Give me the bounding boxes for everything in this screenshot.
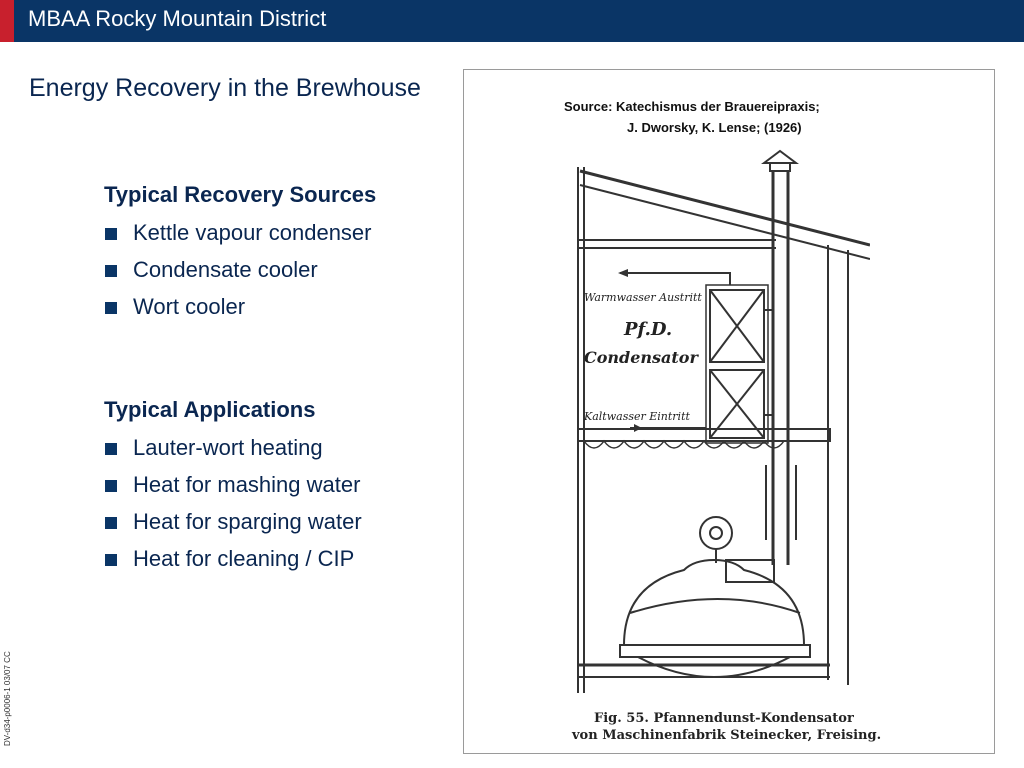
figure-caption-line1: Fig. 55. Pfannendunst-Kondensator [594,711,854,726]
footer-document-code: DV-d34-p0006-1 03/07 CC [3,651,12,746]
bullet-square-icon [105,480,117,492]
list-item: Wort cooler [104,293,372,330]
list-item: Heat for cleaning / CIP [104,545,362,582]
bullet-square-icon [105,228,117,240]
header-accent [0,0,14,42]
section-heading-applications: Typical Applications [104,397,316,422]
label-pfd: Pf.D. [623,319,672,340]
label-warm-water-outlet: Warmwasser Austritt [584,291,702,304]
section-heading-recovery-sources: Typical Recovery Sources [104,182,377,207]
header-title: MBAA Rocky Mountain District [28,6,327,31]
header-bar: MBAA Rocky Mountain District [0,0,1024,42]
condenser-drawing: Warmwasser Austritt Pf.D. Condensator Ka… [577,149,870,693]
list-item: Lauter-wort heating [104,434,362,471]
label-cold-water-inlet: Kaltwasser Eintritt [583,410,690,423]
bullet-square-icon [105,554,117,566]
figure-caption-line2: von Maschinenfabrik Steinecker, Freising… [572,728,882,743]
list-item: Kettle vapour condenser [104,219,372,256]
bullet-square-icon [105,517,117,529]
applications-list: Lauter-wort heating Heat for mashing wat… [104,434,362,582]
figure-frame [463,69,995,754]
slide-title: Energy Recovery in the Brewhouse [29,74,421,102]
list-item: Condensate cooler [104,256,372,293]
bullet-square-icon [105,443,117,455]
list-item: Heat for mashing water [104,471,362,508]
list-item: Heat for sparging water [104,508,362,545]
bullet-square-icon [105,265,117,277]
label-condensator: Condensator [584,348,699,367]
bullet-square-icon [105,302,117,314]
figure-source-line1: Source: Katechismus der Brauereipraxis; [564,99,820,114]
recovery-sources-list: Kettle vapour condenser Condensate coole… [104,219,372,330]
figure-source-line2: J. Dworsky, K. Lense; (1926) [627,120,802,135]
